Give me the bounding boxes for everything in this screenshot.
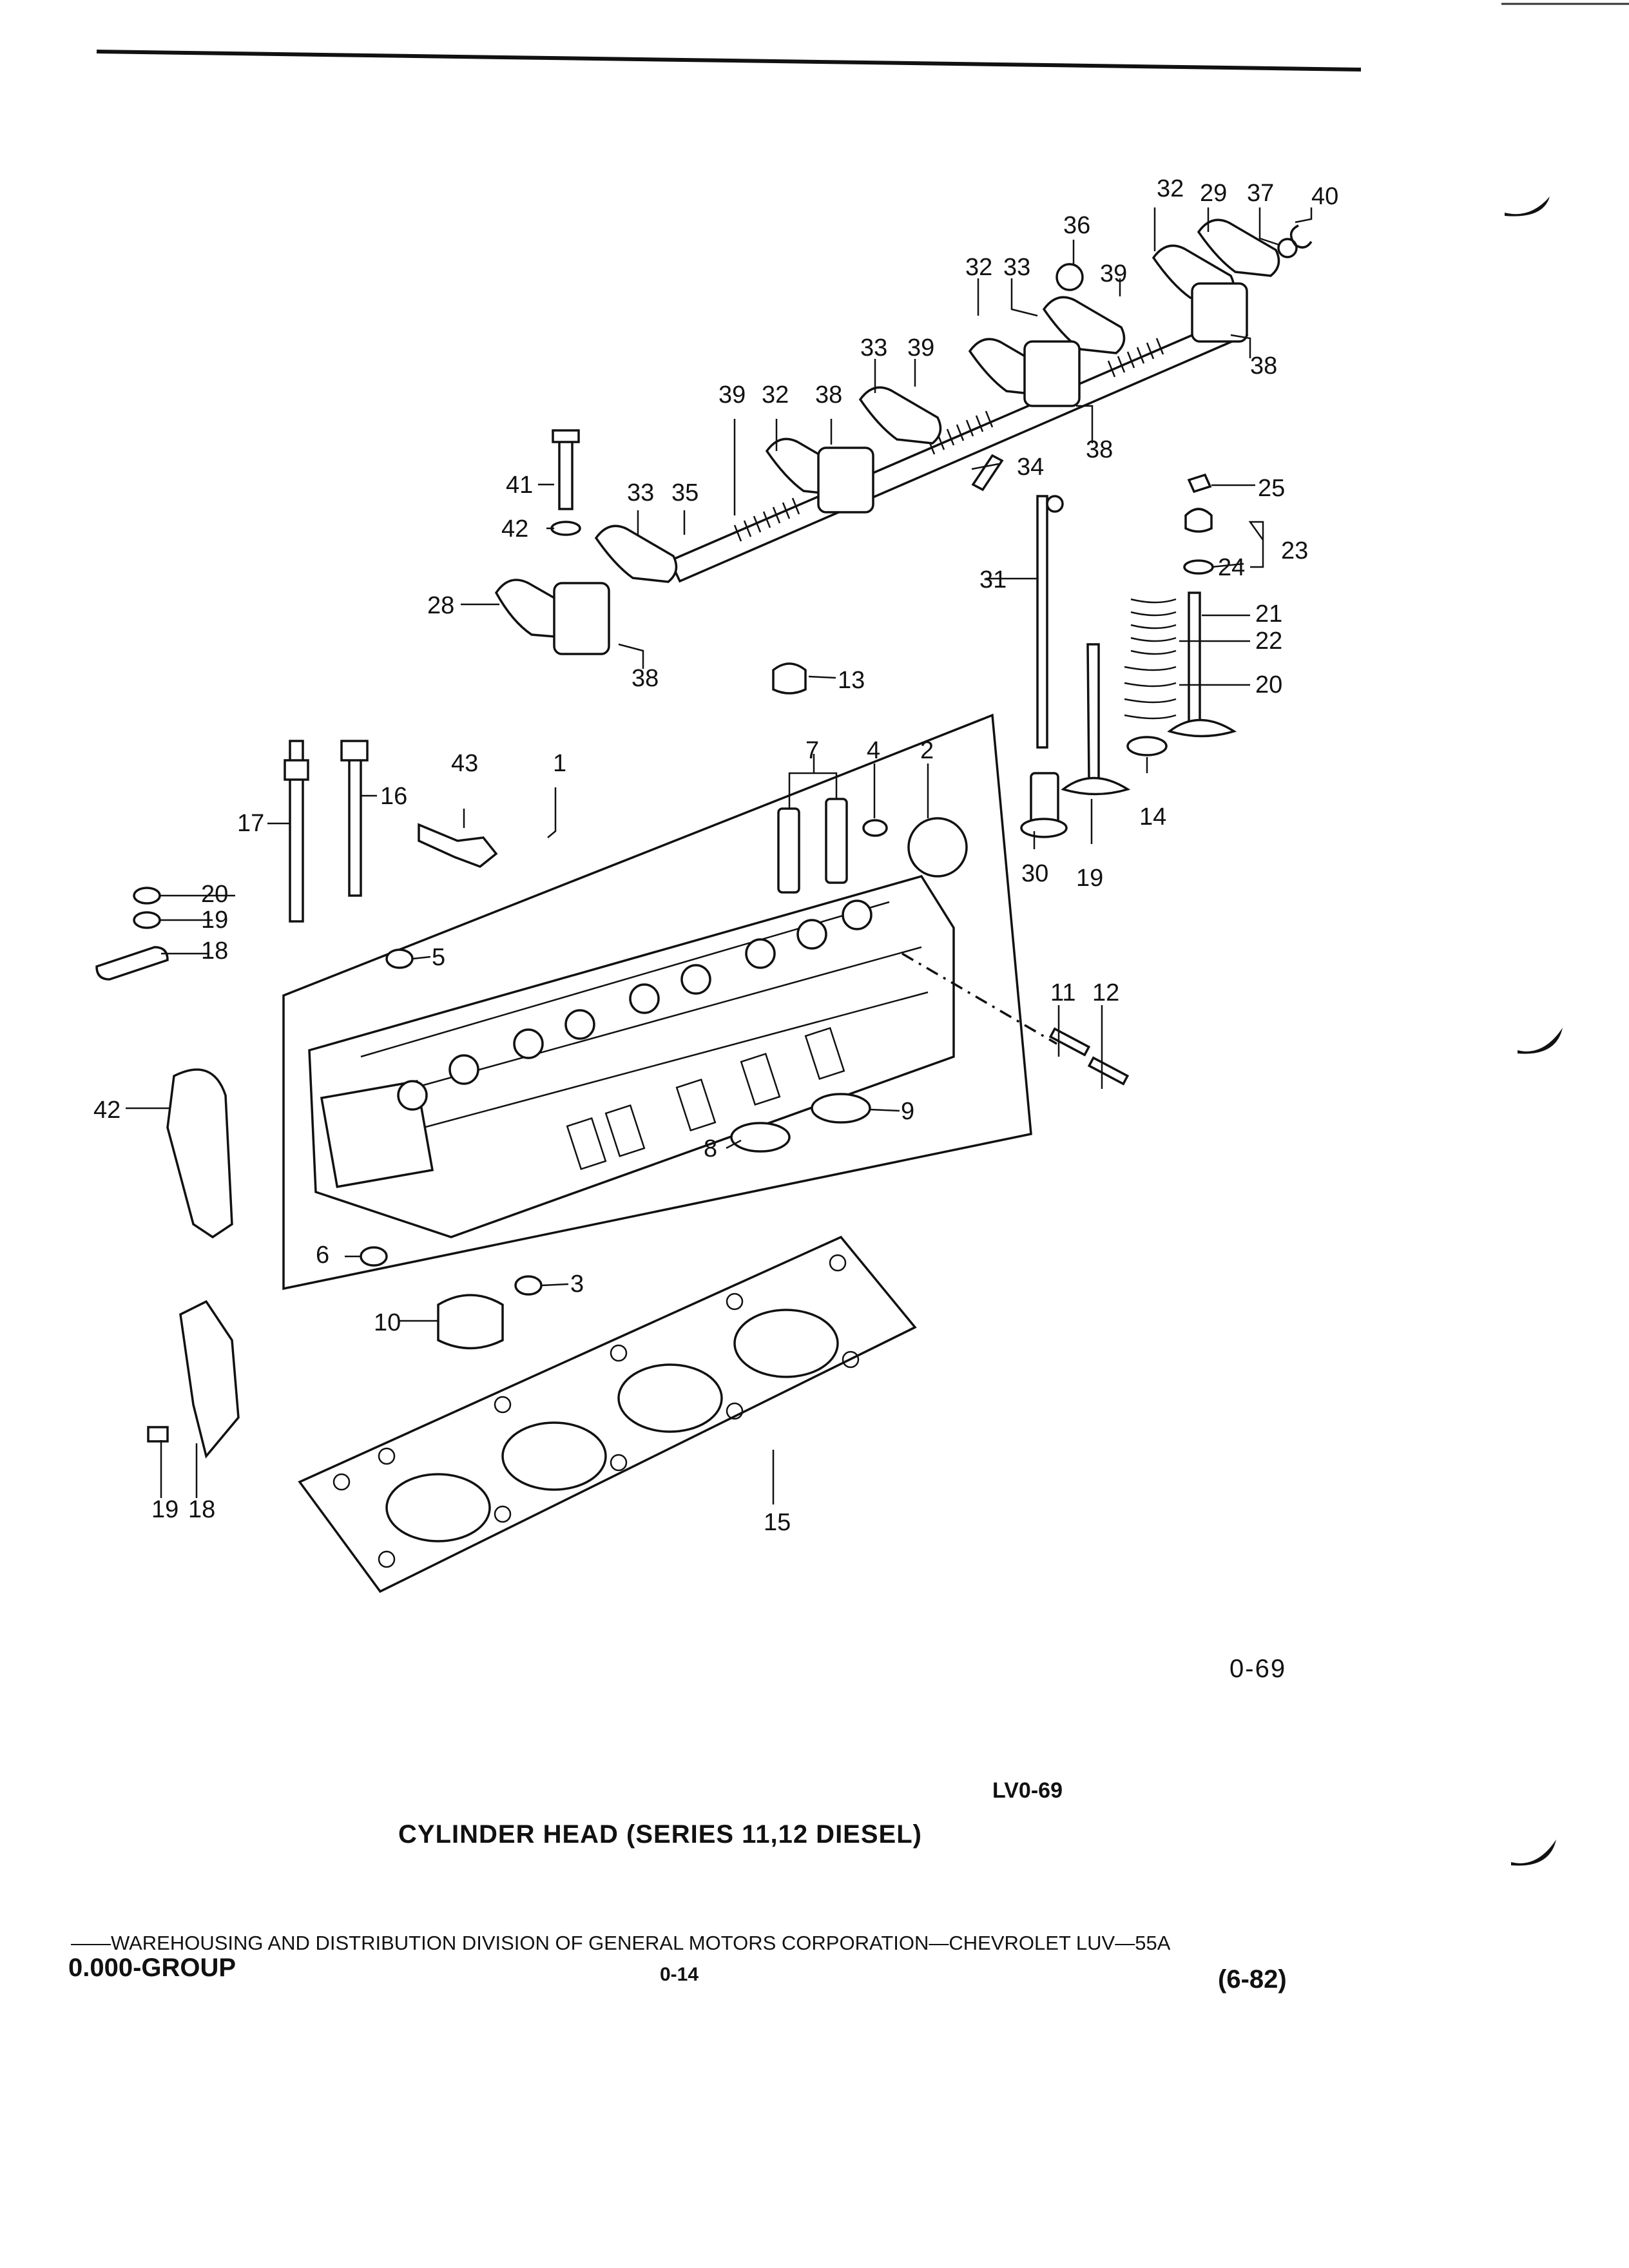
callout-19: 19	[201, 907, 228, 934]
callout-38: 38	[631, 665, 659, 692]
callout-39: 39	[907, 334, 934, 361]
callout-10: 10	[374, 1309, 401, 1336]
group-label: 0.000-GROUP	[68, 1954, 236, 1982]
callout-24: 22	[1255, 628, 1282, 655]
callout-7: 7	[805, 737, 819, 764]
margin-mark	[1505, 197, 1550, 216]
callout-16: 16	[380, 783, 407, 810]
callout-23: 20	[1255, 671, 1282, 698]
callout-43: 42	[93, 1097, 120, 1124]
callout-14: 14	[1139, 803, 1166, 831]
publisher-line: ——WAREHOUSING AND DISTRIBUTION DIVISION …	[71, 1932, 1171, 1954]
date-code: (6-82)	[1218, 1965, 1287, 1994]
callout-30: 28	[427, 592, 454, 619]
callout-44: 43	[451, 750, 478, 777]
figure-caption: CYLINDER HEAD (SERIES 11,12 DIESEL)	[398, 1820, 922, 1849]
left-side-parts	[95, 740, 369, 1459]
callout-39: 39	[718, 381, 746, 408]
cylinder-head-group	[282, 713, 1130, 1350]
callout-21: 19	[1076, 865, 1103, 892]
callout-33: 33	[1003, 254, 1030, 281]
callout-2: 2	[920, 737, 934, 764]
callout-37: 37	[1247, 180, 1274, 207]
figure-number: 0-69	[1229, 1655, 1287, 1683]
callout-11: 11	[1050, 979, 1075, 1006]
margin-mark	[1518, 1028, 1563, 1054]
callout-32: 32	[1157, 175, 1184, 202]
callout-6: 6	[316, 1242, 329, 1269]
callout-39: 39	[1100, 260, 1127, 287]
callout-27: 25	[1258, 475, 1285, 502]
callout-32: 32	[965, 254, 992, 281]
callout-13: 13	[838, 667, 865, 694]
page-number: 0-14	[660, 1964, 699, 1985]
callout-29: 31	[979, 566, 1007, 593]
valve-train-parts	[772, 473, 1237, 838]
callout-18: 18	[188, 1496, 215, 1523]
callout-31: 29	[1200, 180, 1227, 207]
callout-40: 40	[1311, 183, 1338, 210]
callout-42: 42	[501, 515, 528, 543]
callout-4: 4	[867, 737, 880, 764]
margin-mark	[1511, 1840, 1556, 1866]
drawing-id: LV0-69	[992, 1778, 1063, 1803]
callout-22: 21	[1255, 601, 1282, 628]
callout-25: 23	[1281, 537, 1308, 564]
callout-32: 32	[762, 381, 789, 408]
callout-38: 38	[1250, 352, 1277, 380]
callout-17: 17	[237, 810, 264, 837]
callout-26: 24	[1218, 554, 1245, 581]
leader-lines	[126, 207, 1313, 1504]
callout-1: 1	[553, 750, 566, 777]
callout-35: 36	[1063, 212, 1090, 239]
callout-12: 12	[1092, 979, 1119, 1006]
callout-19: 19	[151, 1496, 178, 1523]
callout-34: 34	[1017, 454, 1044, 481]
callouts: 32 29 37 40 36 32 33 39 33 39 38 39 32 3…	[93, 175, 1338, 1536]
head-gasket	[298, 1235, 917, 1593]
callout-3: 3	[570, 1271, 584, 1298]
callout-20: 20	[201, 881, 228, 908]
callout-38: 38	[815, 381, 842, 408]
top-rule	[96, 50, 1362, 72]
callout-41: 41	[506, 472, 533, 499]
callout-15: 15	[764, 1509, 791, 1536]
rocker-shaft-assembly	[494, 218, 1313, 655]
callout-33: 33	[627, 479, 654, 506]
callout-8: 8	[704, 1135, 717, 1162]
callout-33: 33	[860, 334, 887, 361]
callout-18: 18	[201, 937, 228, 965]
callout-36: 35	[671, 479, 699, 506]
callout-28: 30	[1021, 860, 1048, 887]
callout-5: 5	[432, 944, 445, 971]
callout-9: 9	[901, 1098, 914, 1125]
callout-38: 38	[1086, 436, 1113, 463]
